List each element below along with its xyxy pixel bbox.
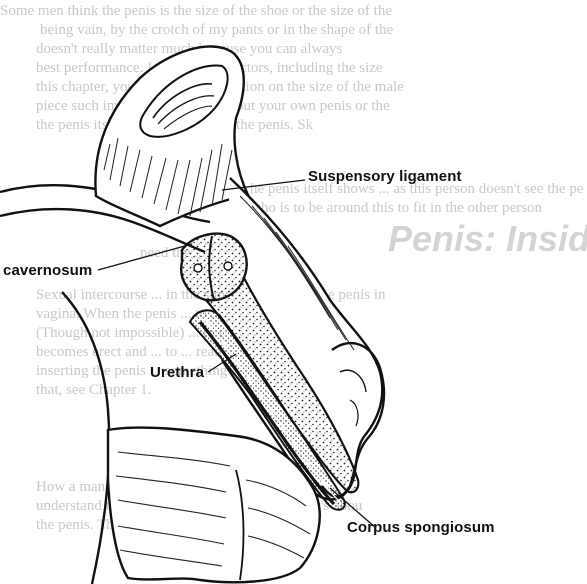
cavernosum-label: cavernosum — [3, 262, 92, 279]
suspensory-ligament-region — [95, 46, 248, 226]
corpus-spongiosum-label: Corpus spongiosum — [347, 519, 495, 536]
urethra-label: Urethra — [150, 364, 204, 381]
cavernosum-leader — [98, 244, 192, 270]
suspensory-ligament-label: Suspensory ligament — [308, 168, 462, 185]
